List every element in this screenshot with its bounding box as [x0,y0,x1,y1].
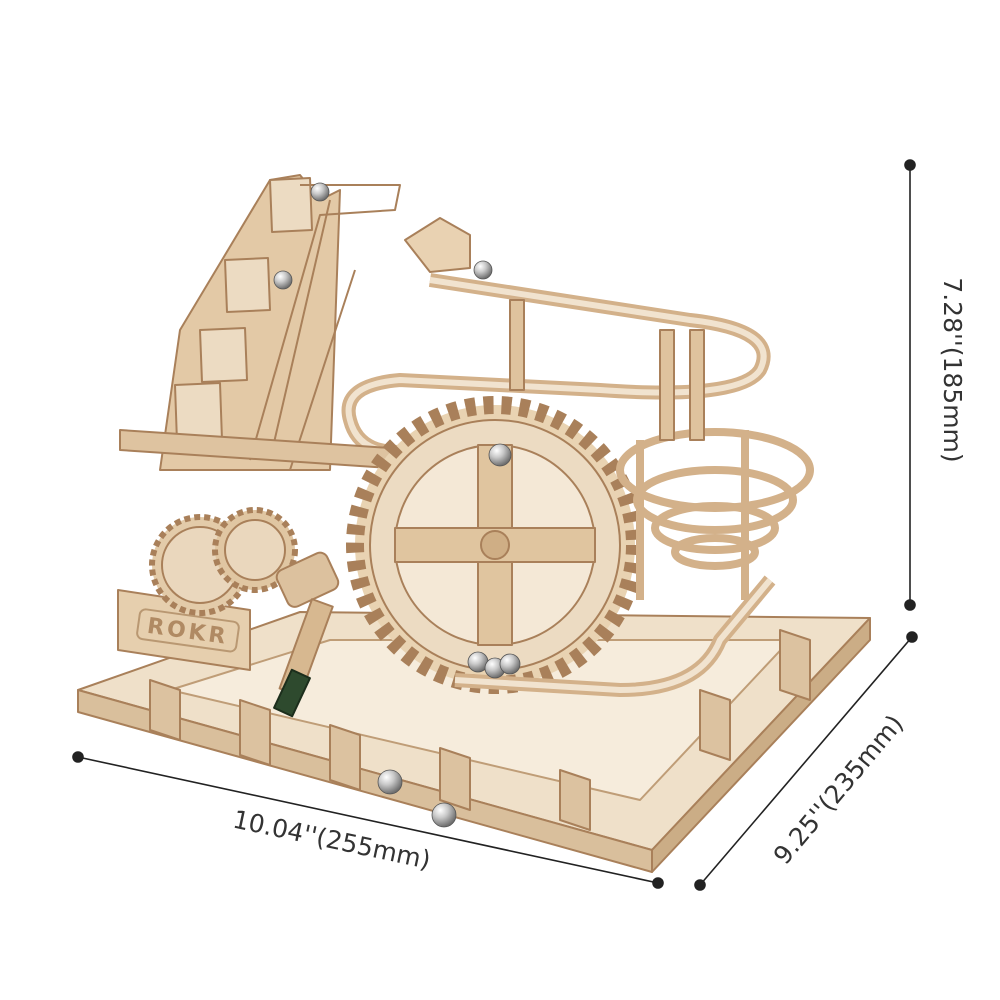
left-gears [149,507,298,616]
depth-dimension-line [699,636,913,886]
tower-steps [174,177,313,443]
top-ornament [404,217,471,273]
depth-start-dot [694,879,706,891]
brand-mark: ROKR [136,608,240,653]
support-posts [509,299,705,441]
marble [377,769,403,795]
width-label: 10.04''(255mm) [230,805,433,875]
tower-rail-1 [249,184,401,461]
base-slats [149,629,811,831]
height-end-dot [904,599,916,611]
dimension-lines [72,159,918,891]
lower-right-track-inner [454,578,773,693]
marble [488,443,512,467]
spiral-bowl [616,428,814,600]
marble [473,260,493,280]
depth-end-dot [906,631,918,643]
width-end-dot [652,877,664,889]
marble [499,653,521,675]
crank-handle [273,551,340,718]
marble-run-model [77,174,871,873]
tower-rail-3 [289,269,356,471]
depth-label: 9.25''(235mm) [768,709,909,870]
height-label: 7.28''(185mm) [938,277,967,462]
width-start-dot [72,751,84,763]
height-start-dot [904,159,916,171]
marble [273,270,293,290]
upper-loop-track-inner [345,277,767,455]
marble [431,802,457,828]
marble [310,182,330,202]
width-dimension-line [77,756,659,884]
steel-marbles [273,182,521,828]
tower-rail-2 [269,199,331,461]
